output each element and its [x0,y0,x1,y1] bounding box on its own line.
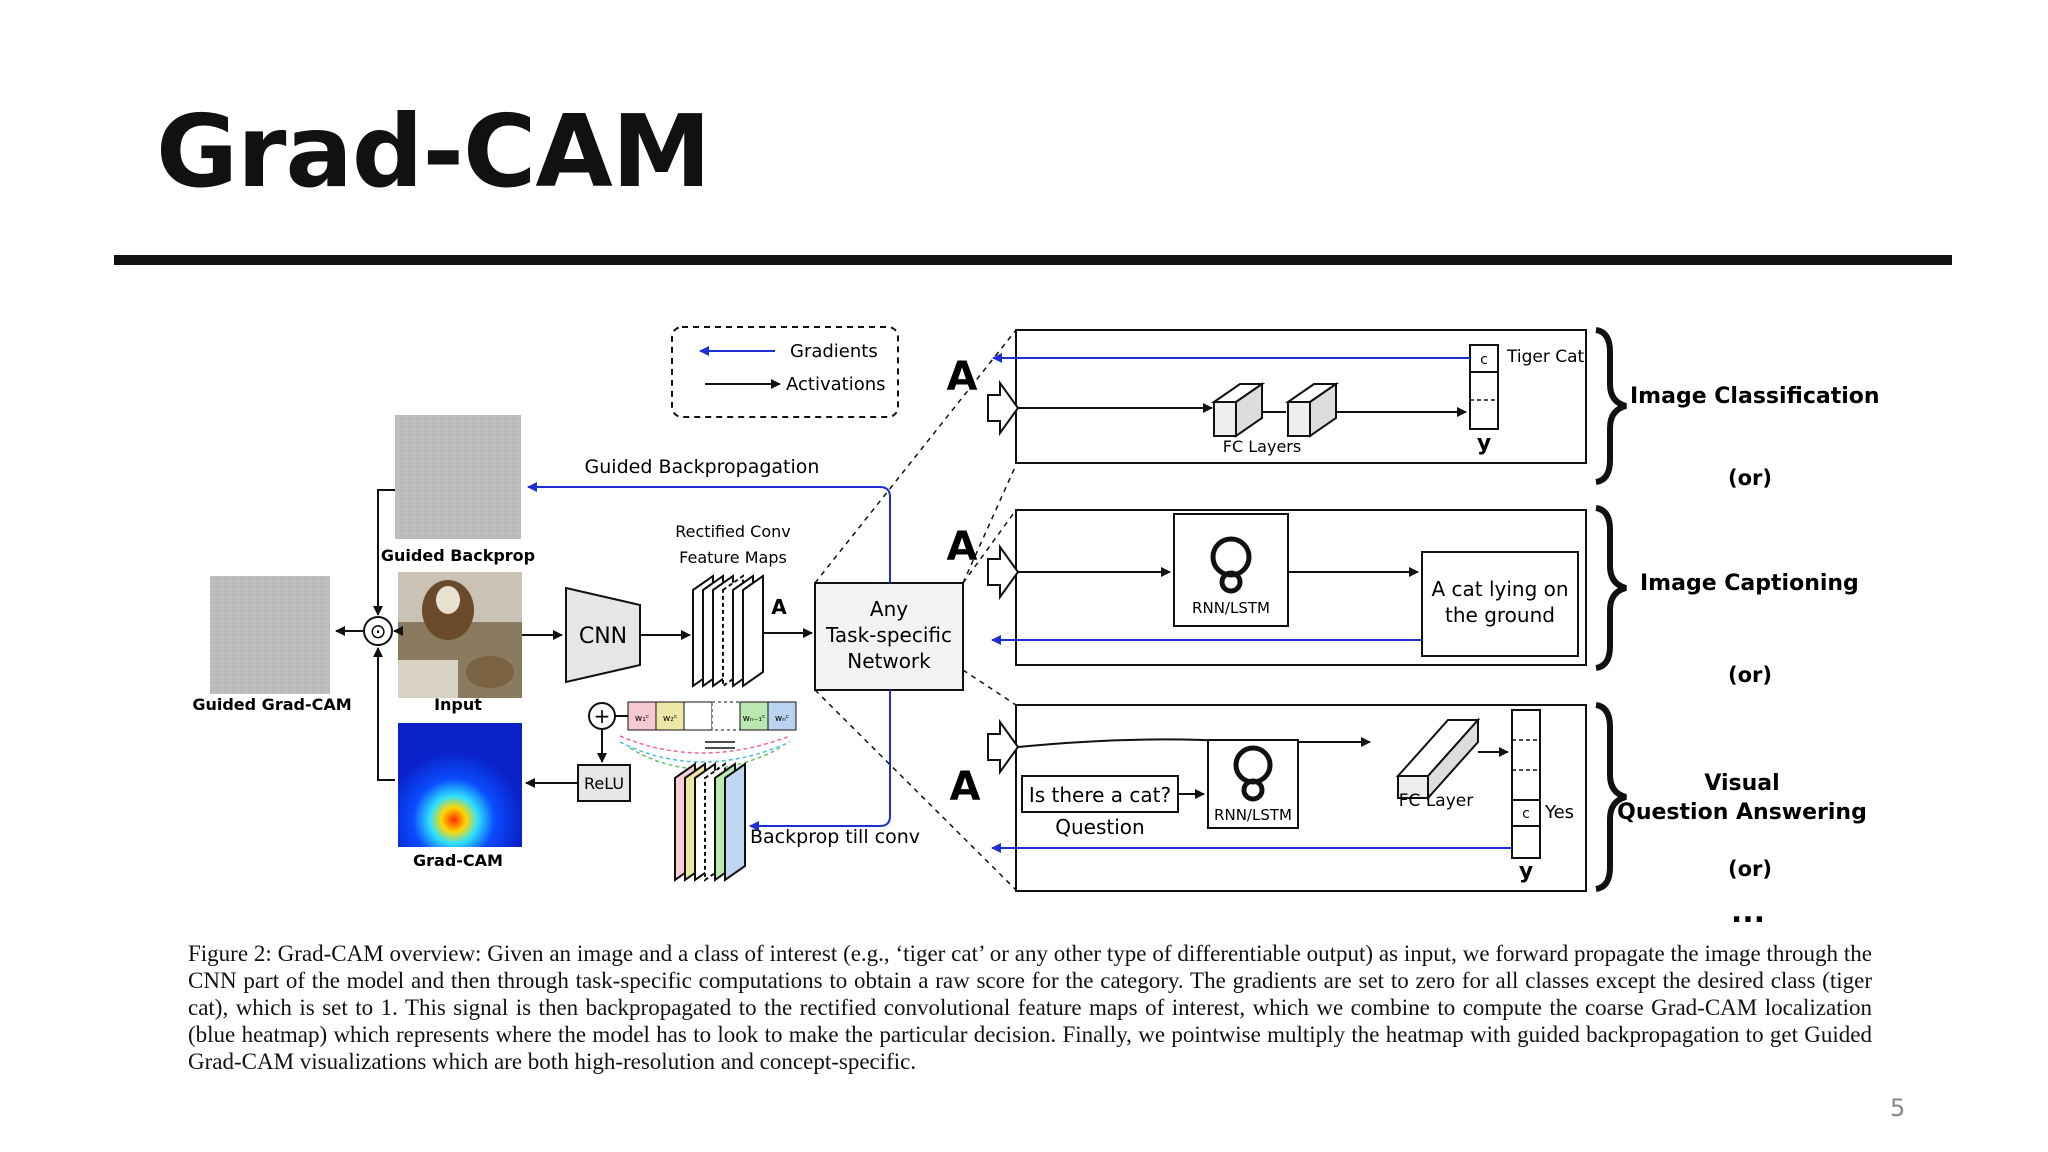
guided-backprop-arrow [527,482,891,583]
captioning-rnn-label: RNN/LSTM [1192,599,1270,617]
slide-title: Grad-CAM [156,93,711,210]
or-label-2: (or) [1728,663,1772,687]
guided-gradcam-image [210,576,330,694]
image-classification-label: Image Classification [1630,384,1880,409]
weight-n-minus-1: wₙ₋₁ᶜ [743,714,766,724]
guided-backprop-image [395,415,521,539]
gradcam-heatmap [398,723,522,847]
more-tasks-ellipsis: ... [1731,895,1765,930]
feature-maps-stack [692,574,764,688]
feature-maps-a: A [771,595,787,619]
zoom-lines [814,329,1017,891]
figure-caption: Figure 2: Grad-CAM overview: Given an im… [188,941,1872,1074]
captioning-panel: A RNN/LSTM A cat lying on the ground Ima… [947,505,1859,671]
weight-1: w₁ᶜ [635,714,649,724]
legend-gradients: Gradients [790,341,878,362]
tiger-cat-label: Tiger Cat [1506,347,1585,367]
classification-c: c [1480,352,1488,368]
cnn-block [565,586,641,684]
caption-line2: the ground [1445,603,1555,627]
rectified-maps-line2: Feature Maps [679,548,787,567]
or-label-1: (or) [1728,466,1772,490]
vqa-fc-layer-label: FC Layer [1399,791,1473,811]
page-number: 5 [1890,1094,1906,1122]
vqa-panel: A Is there a cat? Question RNN/LSTM FC L… [950,702,1867,892]
vqa-question: Is there a cat? [1029,783,1171,807]
or-label-3: (or) [1728,857,1772,881]
gradcam-diagram: Gradients Activations Guided Backprop Gu… [192,326,1880,930]
fc-layers-label: FC Layers [1223,437,1301,456]
vqa-rnn-label: RNN/LSTM [1214,806,1292,824]
vqa-name-line1: Visual [1704,771,1779,796]
backprop-till-conv-arrow [749,690,891,831]
rectified-maps-line1: Rectified Conv [675,522,791,541]
pointwise-multiply-symbol: ⊙ [370,619,387,643]
task-network-line1: Any [870,597,908,621]
gradcam-label: Grad-CAM [413,851,503,870]
task-network-box [814,582,964,691]
captioning-a: A [947,524,978,570]
weight-n: wₙᶜ [775,714,789,724]
vqa-name-line2: Question Answering [1617,800,1867,825]
vqa-y: y [1519,859,1533,884]
guided-gradcam-label: Guided Grad-CAM [192,695,351,714]
backprop-feature-maps [674,762,746,882]
classification-y: y [1477,431,1491,456]
caption-line1: A cat lying on [1431,577,1568,601]
classification-panel: A FC Layers c Tiger Cat y Image Classifi… [947,327,1880,485]
task-network-line2: Task-specific [825,623,952,647]
legend-activations: Activations [786,374,886,395]
task-network-line3: Network [847,649,931,673]
backprop-till-conv-label: Backprop till conv [750,826,920,848]
guided-backprop-label: Guided Backprop [381,546,535,565]
input-image [398,572,522,698]
legend: Gradients Activations [671,326,899,418]
relu-block [577,764,631,802]
weighted-sum-symbol: + [594,704,611,728]
relu-label: ReLU [584,774,624,793]
vqa-c: c [1522,806,1530,822]
input-label: Input [434,695,482,714]
class-weights: w₁ᶜ w₂ᶜ wₙ₋₁ᶜ wₙᶜ [619,701,797,770]
classification-a: A [947,354,978,400]
guided-backprop-path-label: Guided Backpropagation [585,456,820,478]
cnn-label: CNN [579,624,627,649]
vqa-a: A [950,764,981,810]
title-rule [114,255,1952,265]
vqa-question-label: Question [1055,815,1144,839]
weight-2: w₂ᶜ [663,714,677,724]
image-captioning-label: Image Captioning [1640,571,1859,596]
vqa-answer: Yes [1544,802,1574,823]
